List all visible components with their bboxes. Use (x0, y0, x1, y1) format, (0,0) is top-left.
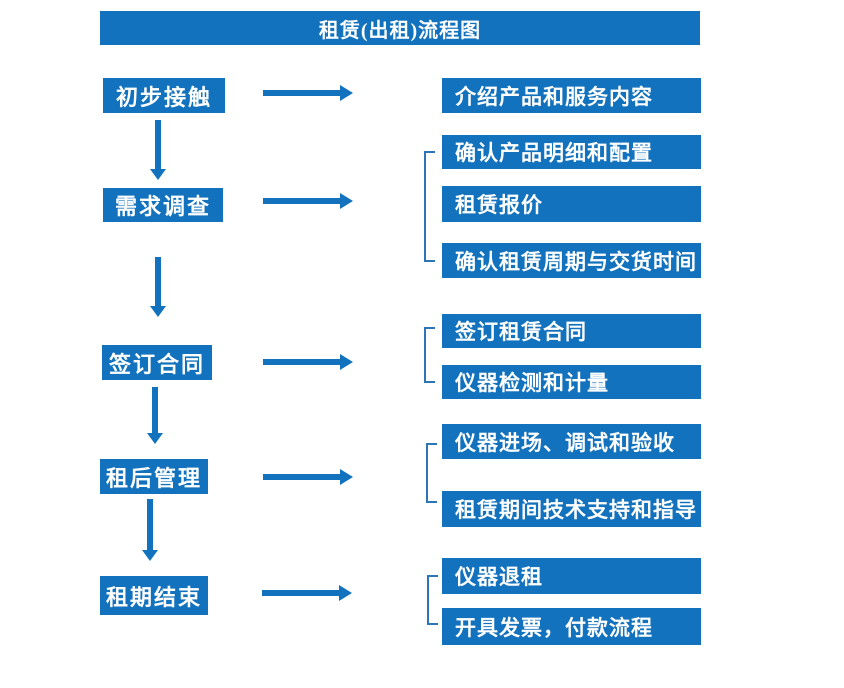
detail-box-technical-support: 租赁期间技术支持和指导 (442, 491, 701, 527)
arrow-right-icon (262, 585, 352, 601)
arrow-right-icon (263, 85, 353, 101)
detail-box-confirm-rental-period: 确认租赁周期与交货时间 (442, 243, 701, 278)
detail-box-sign-rental-contract: 签订租赁合同 (442, 314, 701, 348)
group-bracket (427, 575, 438, 625)
arrow-down-icon (150, 257, 166, 317)
step-box-demand-survey: 需求调查 (103, 188, 223, 222)
detail-box-instrument-entry: 仪器进场、调试和验收 (442, 424, 701, 459)
group-bracket (424, 327, 435, 383)
arrow-down-icon (142, 499, 158, 561)
arrow-down-icon (150, 120, 166, 180)
detail-box-intro-products: 介绍产品和服务内容 (442, 78, 701, 113)
group-bracket (426, 443, 437, 503)
arrow-right-icon (263, 469, 353, 485)
arrow-right-icon (263, 354, 353, 370)
step-box-initial-contact: 初步接触 (103, 78, 225, 113)
detail-box-confirm-product-details: 确认产品明细和配置 (442, 135, 701, 169)
arrow-right-icon (263, 193, 353, 209)
step-box-rental-end: 租期结束 (100, 576, 208, 615)
detail-box-instrument-return: 仪器退租 (442, 558, 701, 594)
step-box-sign-contract: 签订合同 (102, 345, 212, 380)
detail-box-invoice-payment: 开具发票，付款流程 (442, 608, 701, 645)
detail-box-rental-quote: 租赁报价 (442, 186, 701, 222)
arrow-down-icon (147, 387, 163, 444)
group-bracket (424, 151, 435, 262)
flowchart-title: 租赁(出租)流程图 (100, 11, 700, 45)
step-box-post-rental-management: 租后管理 (100, 459, 208, 494)
detail-box-instrument-inspection: 仪器检测和计量 (442, 365, 701, 399)
